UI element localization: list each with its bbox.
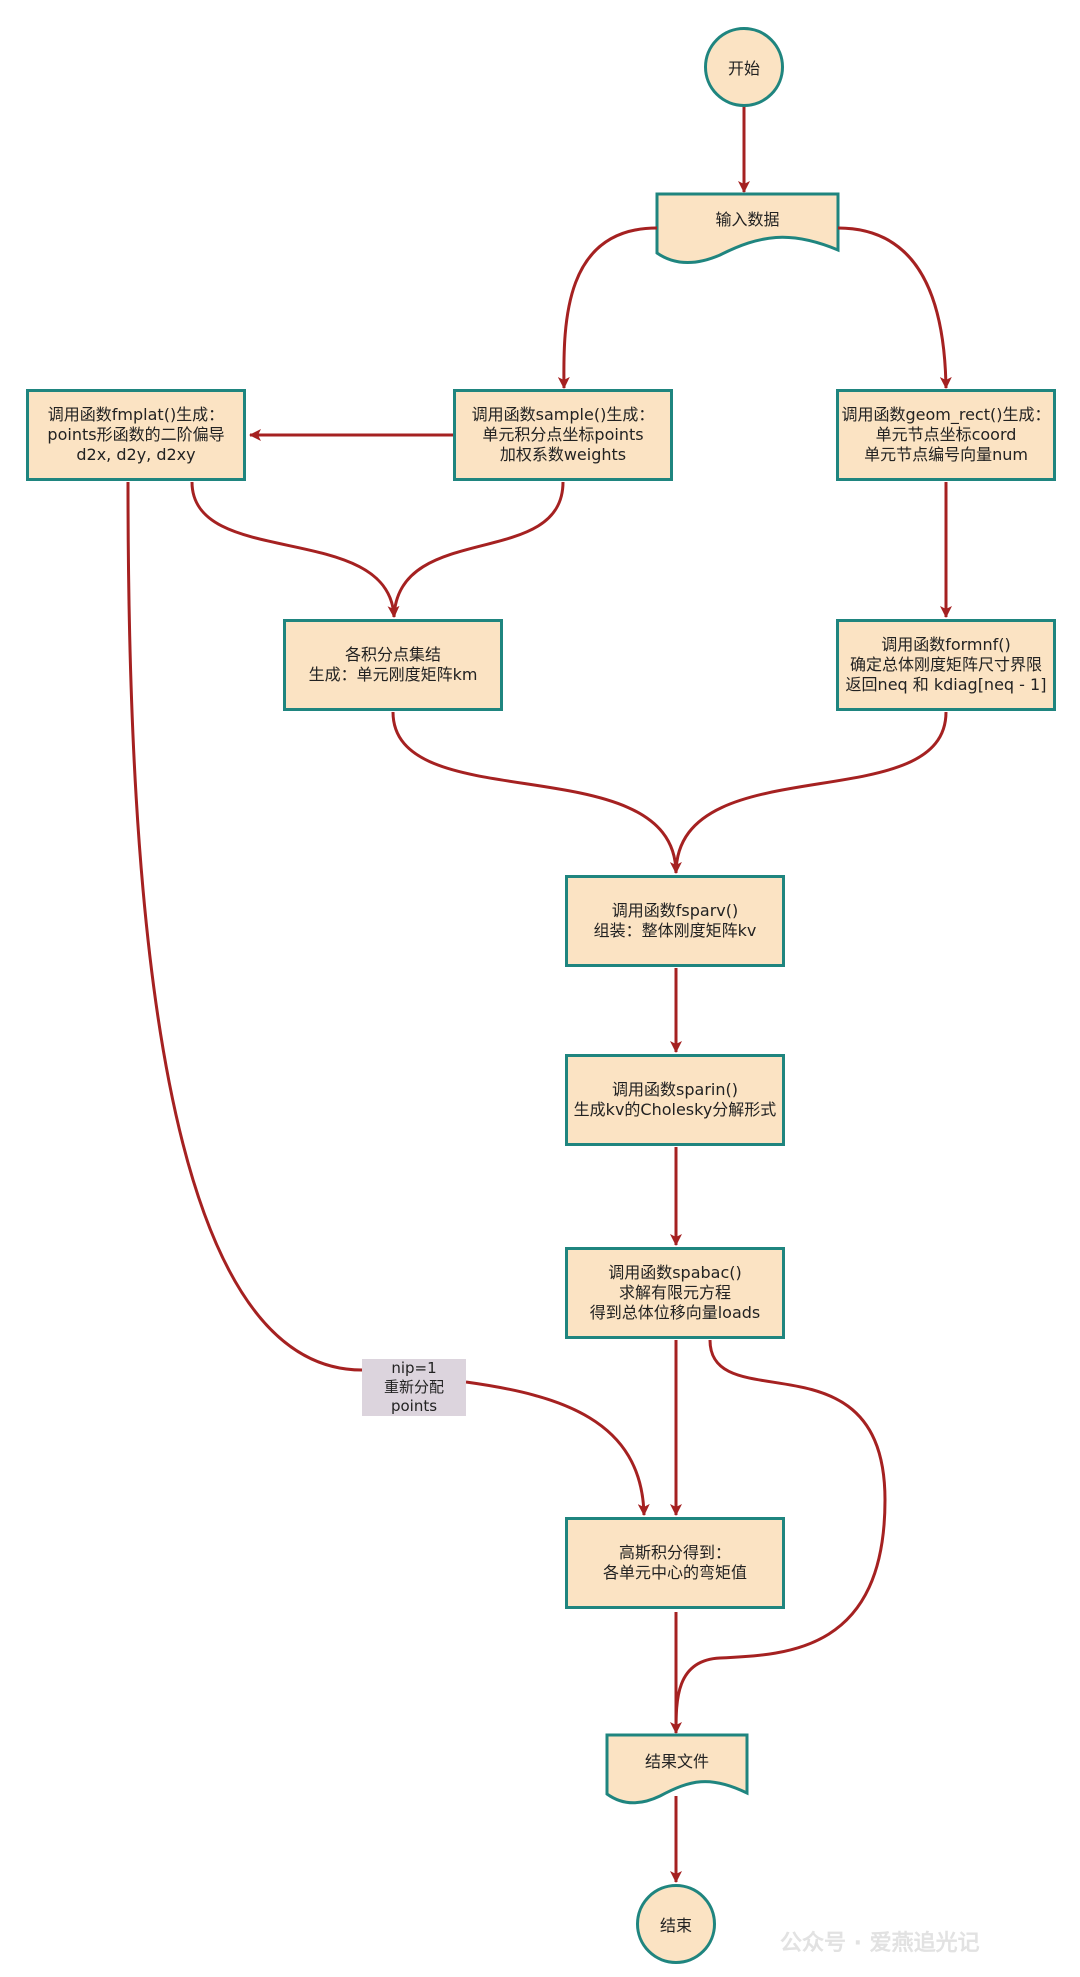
input-data-label: 输入数据 bbox=[715, 210, 780, 229]
nip-edge-label-line-1: nip=1 bbox=[391, 1359, 437, 1377]
edge-fmplat-to-integrate bbox=[190, 481, 400, 618]
nip-edge-label: nip=1 重新分配points bbox=[362, 1359, 466, 1416]
spabac-line-1: 调用函数spabac() bbox=[608, 1263, 742, 1282]
sparin-node: 调用函数sparin() 生成kv的Cholesky分解形式 bbox=[565, 1054, 785, 1146]
sparin-line-1: 调用函数sparin() bbox=[612, 1080, 738, 1099]
result-file-label: 结果文件 bbox=[644, 1752, 709, 1771]
gauss-line-2: 各单元中心的弯矩值 bbox=[602, 1563, 747, 1582]
geom-rect-line-1: 调用函数geom_rect()生成： bbox=[841, 405, 1051, 424]
fmplat-node: 调用函数fmplat()生成： points形函数的二阶偏导 d2x, d2y,… bbox=[26, 389, 246, 481]
geom-rect-line-2: 单元节点坐标coord bbox=[875, 425, 1017, 444]
integrate-line-2: 生成：单元刚度矩阵km bbox=[308, 665, 478, 684]
edge-sample-to-integrate bbox=[392, 481, 565, 618]
fmplat-line-2: points形函数的二阶偏导 bbox=[47, 425, 225, 444]
sample-line-1: 调用函数sample()生成： bbox=[471, 405, 655, 424]
spabac-line-2: 求解有限元方程 bbox=[618, 1283, 731, 1302]
input-data-document-shape bbox=[655, 192, 840, 264]
edge-input-to-geom bbox=[837, 226, 952, 389]
nip-edge-label-line-2: 重新分配points bbox=[383, 1378, 444, 1415]
edge-fmplat-to-gauss bbox=[126, 481, 644, 1515]
fmplat-line-3: d2x, d2y, d2xy bbox=[76, 445, 196, 464]
edge-integrate-to-fsparv bbox=[391, 711, 682, 874]
formnf-line-2: 确定总体刚度矩阵尺寸界限 bbox=[849, 655, 1042, 674]
edge-input-to-sample bbox=[557, 226, 658, 389]
geom-rect-node: 调用函数geom_rect()生成： 单元节点坐标coord 单元节点编号向量n… bbox=[836, 389, 1056, 481]
fsparv-line-1: 调用函数fsparv() bbox=[611, 901, 739, 920]
result-file-node: 结果文件 bbox=[607, 1735, 747, 1785]
end-node: 结束 bbox=[636, 1884, 716, 1964]
result-file-document-shape bbox=[605, 1733, 749, 1805]
sample-line-2: 单元积分点坐标points bbox=[482, 425, 644, 444]
formnf-line-1: 调用函数formnf() bbox=[881, 635, 1011, 654]
formnf-node: 调用函数formnf() 确定总体刚度矩阵尺寸界限 返回neq 和 kdiag[… bbox=[836, 619, 1056, 711]
input-data-node: 输入数据 bbox=[657, 194, 838, 242]
integrate-node: 各积分点集结 生成：单元刚度矩阵km bbox=[283, 619, 503, 711]
spabac-line-3: 得到总体位移向量loads bbox=[589, 1303, 761, 1322]
fsparv-node: 调用函数fsparv() 组装：整体刚度矩阵kv bbox=[565, 875, 785, 967]
fmplat-line-1: 调用函数fmplat()生成： bbox=[47, 405, 225, 424]
end-label: 结束 bbox=[659, 1916, 692, 1935]
sample-node: 调用函数sample()生成： 单元积分点坐标points 加权系数weight… bbox=[453, 389, 673, 481]
edge-spabac-to-result bbox=[670, 1339, 887, 1734]
start-label: 开始 bbox=[727, 59, 760, 78]
sample-line-3: 加权系数weights bbox=[499, 445, 627, 464]
edge-formnf-to-fsparv bbox=[674, 711, 948, 874]
gauss-node: 高斯积分得到： 各单元中心的弯矩值 bbox=[565, 1517, 785, 1609]
geom-rect-line-3: 单元节点编号向量num bbox=[864, 445, 1028, 464]
watermark: 公众号 · 爱燕追光记 bbox=[780, 1931, 980, 1956]
start-node: 开始 bbox=[704, 27, 784, 107]
sparin-line-2: 生成kv的Cholesky分解形式 bbox=[573, 1100, 777, 1119]
spabac-node: 调用函数spabac() 求解有限元方程 得到总体位移向量loads bbox=[565, 1247, 785, 1339]
fsparv-line-2: 组装：整体刚度矩阵kv bbox=[593, 921, 757, 940]
gauss-line-1: 高斯积分得到： bbox=[618, 1543, 731, 1562]
integrate-line-1: 各积分点集结 bbox=[344, 645, 441, 664]
formnf-line-3: 返回neq 和 kdiag[neq - 1] bbox=[845, 675, 1047, 694]
